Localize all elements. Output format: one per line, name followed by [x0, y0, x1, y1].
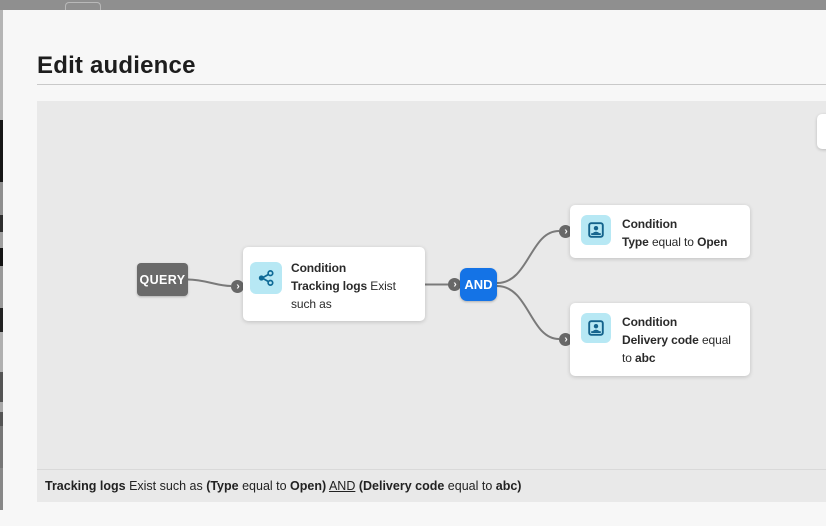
expression-summary-text: Tracking logs Exist such as (Type equal …	[45, 479, 522, 493]
contact-card-icon	[581, 215, 611, 245]
page-title: Edit audience	[37, 52, 196, 79]
condition-node-delivery-code[interactable]: Condition Delivery code equal to abc	[570, 303, 750, 376]
transition-port-chevron-icon: ›	[448, 278, 461, 291]
transition-port-chevron-icon: ›	[231, 280, 244, 293]
browser-top-bar	[0, 0, 826, 11]
expression-summary-bar: Tracking logs Exist such as (Type equal …	[37, 469, 826, 502]
condition-card-expression: Type equal to Open	[622, 235, 728, 249]
condition-card-expression: Tracking logs Exist such as	[291, 279, 400, 311]
condition-card-title: Condition	[622, 315, 678, 329]
left-edge-background-sliver	[0, 10, 3, 510]
transition-port-chevron-icon: ›	[559, 333, 572, 346]
and-operator-node[interactable]: AND	[460, 268, 497, 301]
contact-card-icon	[581, 313, 611, 343]
condition-card-expression: Delivery code equal to abc	[622, 333, 735, 365]
query-root-node[interactable]: QUERY	[137, 263, 188, 296]
query-graph-canvas[interactable]: QUERY › › › › Condition Tracking logs Ex…	[37, 101, 826, 469]
condition-card-title: Condition	[622, 217, 678, 231]
condition-node-type-open[interactable]: Condition Type equal to Open	[570, 205, 750, 258]
transition-port-chevron-icon: ›	[559, 225, 572, 238]
condition-card-title: Condition	[291, 261, 347, 275]
title-divider	[37, 84, 826, 85]
browser-tab-remnant	[65, 2, 101, 11]
edit-audience-panel: Edit audience QUERY › › › ›	[3, 10, 826, 526]
canvas-toolbar-partial[interactable]	[817, 114, 826, 149]
condition-node-tracking-logs[interactable]: Condition Tracking logs Exist such as	[243, 247, 425, 321]
share-network-icon	[250, 262, 282, 294]
